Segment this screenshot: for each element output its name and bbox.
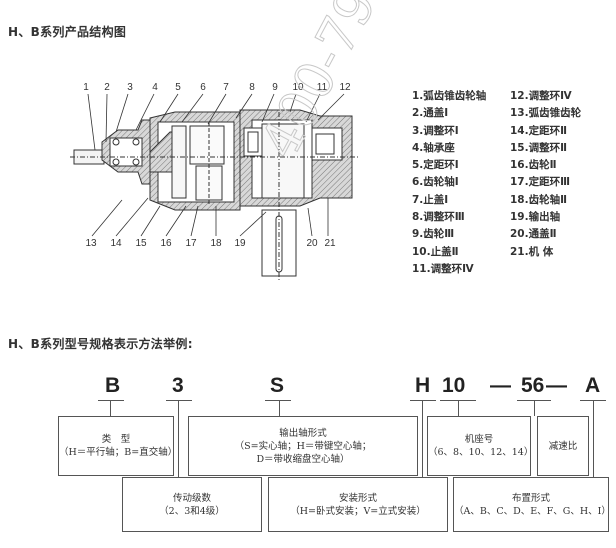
callout-3: 3 [127, 82, 133, 93]
code-letter-mounting: H [415, 374, 431, 397]
box-arrangement-desc: （A、B、C、D、E、F、G、H、I） [454, 505, 611, 517]
section-title-structure: H、B系列产品结构图 [8, 25, 127, 39]
callout-4: 4 [152, 82, 158, 93]
connector-line [265, 400, 291, 401]
part-item: 12.调整环Ⅳ [510, 90, 572, 102]
callout-6: 6 [200, 82, 206, 93]
part-item: 8.调整环Ⅲ [412, 211, 465, 224]
callout-5: 5 [175, 82, 181, 93]
code-letter-arrangement: A [585, 374, 601, 397]
connector-line [593, 400, 594, 488]
box-ratio-title: 减速比 [548, 440, 578, 452]
connector-line [422, 400, 423, 488]
part-item: 21.机 体 [510, 245, 554, 258]
box-mounting-title: 安装形式 [338, 492, 377, 504]
part-item: 14.定距环Ⅱ [510, 124, 568, 137]
code-letter-output-shaft: S [270, 374, 285, 397]
box-arrangement-title: 布置形式 [511, 492, 550, 504]
connector-line [98, 400, 124, 401]
part-item: 16.齿轮Ⅱ [510, 159, 557, 172]
part-item: 13.弧齿锥齿轮 [510, 107, 582, 120]
box-frame-size-desc: （6、8、10、12、14） [428, 447, 534, 458]
code-dash: — [546, 374, 567, 397]
box-frame-size: 机座号 （6、8、10、12、14） [427, 416, 534, 476]
callout-16: 16 [160, 238, 172, 249]
code-digit-stages: 3 [172, 374, 184, 397]
box-output-shaft-desc: （S=实心轴；H＝带键空心轴； [234, 440, 372, 452]
box-mounting-desc: （H=卧式安装；V=立式安装） [290, 505, 426, 517]
part-item: 15.调整环Ⅱ [510, 141, 568, 154]
code-dash: — [490, 374, 511, 397]
callout-9: 9 [272, 82, 278, 93]
part-item: 9.齿轮Ⅲ [412, 228, 455, 241]
callout-12: 12 [339, 82, 351, 93]
parts-legend-column-1: 1.弧齿锥齿轮轴 2.通盖Ⅰ 3.调整环Ⅰ 4.轴承座 5.定距环Ⅰ 6.齿轮轴… [412, 88, 522, 278]
part-item: 1.弧齿锥齿轮轴 [412, 90, 487, 102]
part-item: 7.止盖Ⅰ [412, 193, 449, 206]
code-letter-type: B [105, 374, 121, 397]
callout-21: 21 [324, 238, 336, 249]
callout-2: 2 [104, 82, 110, 93]
callout-14: 14 [110, 238, 122, 249]
callout-11: 11 [317, 82, 328, 93]
box-stages-title: 传动级数 [172, 492, 211, 504]
part-item: 5.定距环Ⅰ [412, 159, 459, 172]
parts-legend-column-2: 12.调整环Ⅳ 13.弧齿锥齿轮 14.定距环Ⅱ 15.调整环Ⅱ 16.齿轮Ⅱ … [510, 88, 616, 261]
callout-19: 19 [234, 238, 246, 249]
callout-17: 17 [185, 238, 197, 249]
part-item: 4.轴承座 [412, 141, 455, 154]
callout-10: 10 [292, 82, 304, 93]
connector-line [534, 400, 535, 416]
box-type-title: 类 型 [101, 434, 131, 445]
callout-1: 1 [83, 82, 89, 93]
box-output-shaft-title: 输出轴形式 [279, 427, 327, 439]
callout-13: 13 [85, 238, 97, 249]
box-type-desc: （H＝平行轴；B=直交轴） [59, 447, 178, 458]
part-item: 20.通盖Ⅱ [510, 228, 557, 241]
part-item: 18.齿轮轴Ⅱ [510, 193, 568, 206]
box-stages: 传动级数 （2、3和4级） [122, 477, 262, 532]
part-item: 11.调整环Ⅳ [412, 262, 474, 275]
connector-line [166, 400, 192, 401]
part-item: 6.齿轮轴Ⅰ [412, 176, 459, 189]
callout-18: 18 [210, 238, 222, 249]
callout-7: 7 [223, 82, 229, 93]
part-item: 17.定距环Ⅲ [510, 176, 571, 189]
box-type: 类 型 （H＝平行轴；B=直交轴） [58, 416, 178, 476]
box-ratio: 减速比 [537, 416, 589, 476]
connector-line [110, 400, 111, 416]
callout-15: 15 [135, 238, 147, 249]
box-stages-desc: （2、3和4级） [159, 505, 225, 517]
section-title-model-code: H、B系列型号规格表示方法举例: [8, 337, 193, 351]
callout-8: 8 [249, 82, 255, 93]
connector-line [410, 400, 436, 401]
callout-20: 20 [306, 238, 318, 249]
part-item: 3.调整环Ⅰ [412, 124, 459, 137]
box-output-shaft-desc: D＝带收缩盘空心轴） [256, 453, 350, 465]
box-mounting: 安装形式 （H=卧式安装；V=立式安装） [268, 477, 448, 532]
part-item: 10.止盖Ⅱ [412, 245, 459, 258]
connector-line [178, 400, 179, 488]
gearbox-cross-section-drawing: 1 2 3 4 5 6 7 8 9 10 11 12 13 14 15 16 1… [70, 82, 358, 280]
part-item: 2.通盖Ⅰ [412, 107, 449, 120]
code-ratio: 56 [521, 374, 545, 397]
connector-line [279, 400, 280, 416]
box-output-shaft: 输出轴形式 （S=实心轴；H＝带键空心轴； D＝带收缩盘空心轴） [188, 416, 418, 476]
connector-line [458, 400, 459, 416]
box-arrangement: 布置形式 （A、B、C、D、E、F、G、H、I） [453, 477, 611, 532]
part-item: 19.输出轴 [510, 211, 561, 224]
box-frame-size-title: 机座号 [464, 434, 494, 445]
code-frame-size: 10 [442, 374, 466, 397]
